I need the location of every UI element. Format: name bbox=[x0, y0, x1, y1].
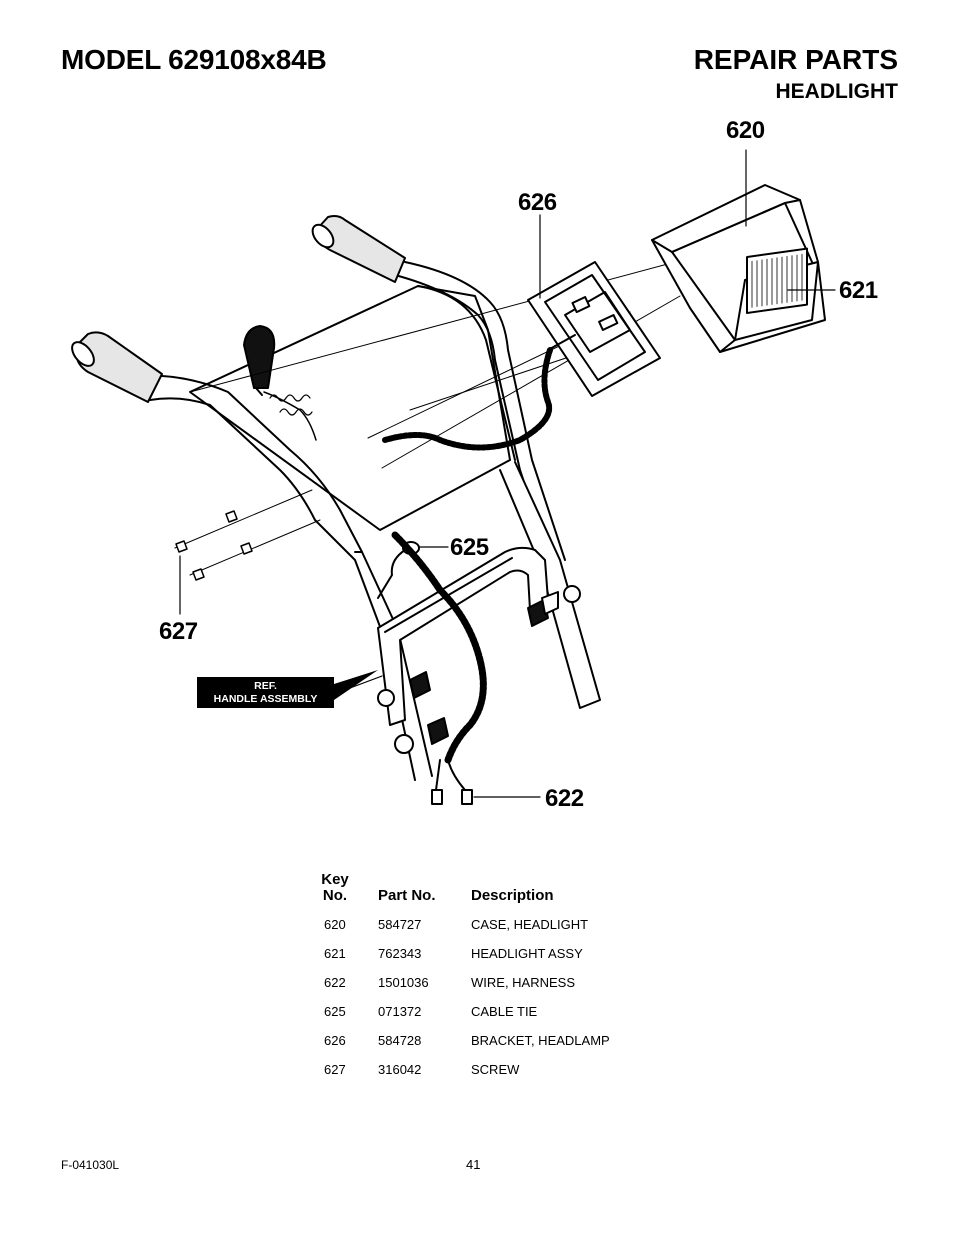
callout-622: 622 bbox=[545, 785, 584, 812]
callout-620: 620 bbox=[726, 117, 765, 144]
part-no-cell: 071372 bbox=[378, 1004, 422, 1019]
key-no-cell: 620 bbox=[324, 917, 346, 932]
key-no-cell: 622 bbox=[324, 975, 346, 990]
table-row: 627 316042 SCREW bbox=[318, 1055, 631, 1084]
header-part-no: Part No. bbox=[378, 887, 436, 904]
exploded-parts-diagram: 620 621 622 625 626 627 bbox=[71, 117, 878, 812]
description-cell: SCREW bbox=[471, 1062, 520, 1077]
model-title: MODEL 629108x84B bbox=[61, 44, 327, 75]
headlamp-bracket bbox=[527, 261, 661, 397]
key-no-cell: 621 bbox=[324, 946, 346, 961]
section-title: REPAIR PARTS bbox=[693, 44, 898, 75]
shift-lever-knob bbox=[243, 325, 276, 389]
description-cell: BRACKET, HEADLAMP bbox=[471, 1033, 610, 1048]
part-no-cell: 316042 bbox=[378, 1062, 422, 1077]
description-cell: CABLE TIE bbox=[471, 1004, 538, 1019]
header-key-no: Key No. bbox=[321, 871, 349, 904]
callout-625: 625 bbox=[450, 534, 489, 561]
right-grip bbox=[316, 215, 406, 283]
callout-627: 627 bbox=[159, 618, 198, 645]
part-no-cell: 584728 bbox=[378, 1033, 422, 1048]
header-description: Description bbox=[471, 887, 554, 904]
part-no-cell: 1501036 bbox=[378, 975, 429, 990]
ref-label-line2: HANDLE ASSEMBLY bbox=[213, 693, 318, 705]
page-number: 41 bbox=[466, 1157, 481, 1172]
parts-table-header: Key No. Part No. Description bbox=[318, 872, 631, 910]
part-no-cell: 762343 bbox=[378, 946, 422, 961]
left-grip bbox=[75, 331, 163, 403]
part-no-cell: 584727 bbox=[378, 917, 422, 932]
key-no-cell: 625 bbox=[324, 1004, 346, 1019]
callout-621: 621 bbox=[839, 277, 878, 304]
description-cell: WIRE, HARNESS bbox=[471, 975, 576, 990]
ref-handle-assembly-label: REF. HANDLE ASSEMBLY bbox=[197, 677, 334, 708]
table-row: 626 584728 BRACKET, HEADLAMP bbox=[318, 1026, 631, 1055]
table-row: 621 762343 HEADLIGHT ASSY bbox=[318, 939, 631, 968]
callout-626: 626 bbox=[518, 189, 557, 216]
table-row: 620 584727 CASE, HEADLIGHT bbox=[318, 910, 631, 939]
description-cell: HEADLIGHT ASSY bbox=[471, 946, 583, 961]
ref-label-line1: REF. bbox=[254, 680, 277, 692]
table-row: 622 1501036 WIRE, HARNESS bbox=[318, 968, 631, 997]
parts-table: Key No. Part No. Description 620 584727 … bbox=[318, 872, 631, 1084]
form-number: F-041030L bbox=[61, 1158, 120, 1172]
key-no-cell: 627 bbox=[324, 1062, 346, 1077]
table-row: 625 071372 CABLE TIE bbox=[318, 997, 631, 1026]
description-cell: CASE, HEADLIGHT bbox=[471, 917, 589, 932]
section-subtitle: HEADLIGHT bbox=[775, 80, 899, 103]
key-no-cell: 626 bbox=[324, 1033, 346, 1048]
